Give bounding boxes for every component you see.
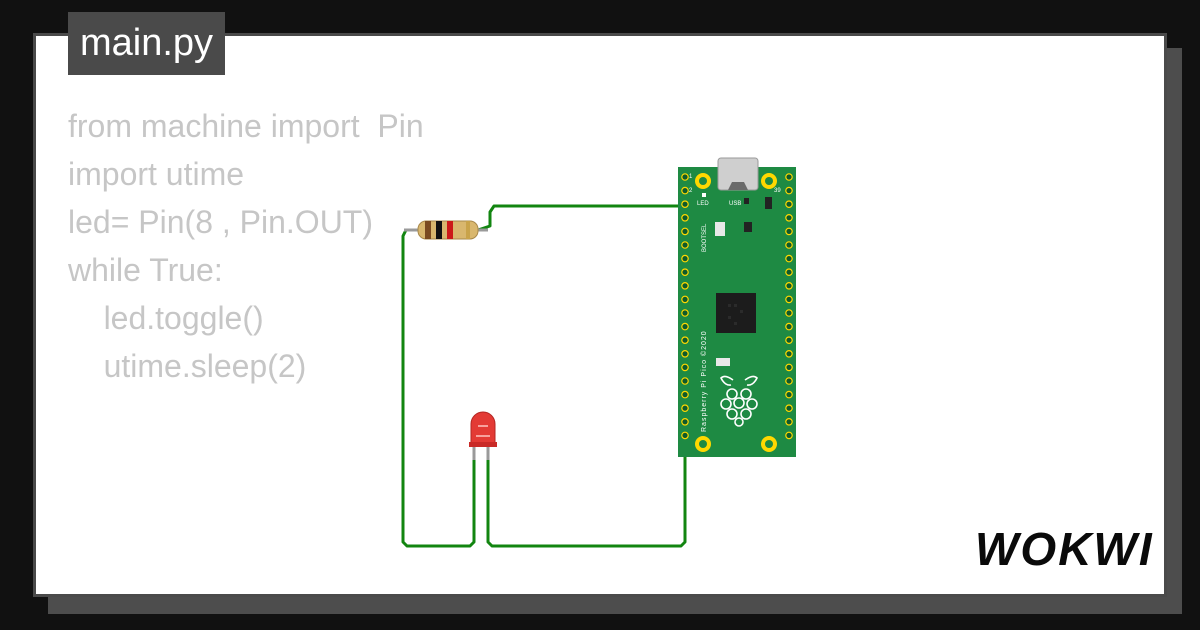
code-listing: from machine import Pin import utime led… xyxy=(68,102,424,390)
pico-pin[interactable] xyxy=(681,336,689,345)
pico-pin[interactable] xyxy=(785,186,793,195)
red-led[interactable] xyxy=(469,411,497,460)
code-line: led= Pin(8 , Pin.OUT) xyxy=(68,204,373,240)
pico-pin[interactable] xyxy=(681,227,689,236)
pico-pin[interactable] xyxy=(785,173,793,181)
pico-pin[interactable] xyxy=(785,281,793,290)
pico-pin[interactable] xyxy=(681,268,689,277)
pico-pin[interactable] xyxy=(681,431,689,440)
pico-pin[interactable] xyxy=(681,254,689,263)
pico-pin[interactable] xyxy=(681,281,689,290)
pico-pin[interactable] xyxy=(785,268,793,277)
pico-pin[interactable] xyxy=(785,363,793,372)
wokwi-logo[interactable]: WOKWI xyxy=(975,523,1154,575)
pico-pin[interactable] xyxy=(785,200,793,209)
preview-card xyxy=(33,33,1167,597)
wire-led-anode-to-pico[interactable] xyxy=(486,444,687,548)
pico-pin[interactable] xyxy=(681,214,689,222)
pico-pin[interactable] xyxy=(681,363,689,372)
pico-pin[interactable] xyxy=(785,295,793,304)
file-tab-main-py[interactable]: main.py xyxy=(68,12,226,75)
code-line: from machine import Pin xyxy=(68,108,424,144)
code-line: utime.sleep(2) xyxy=(68,348,307,384)
pico-pin[interactable] xyxy=(681,200,689,209)
rp2040-chip xyxy=(716,293,756,333)
code-line: while True: xyxy=(68,252,223,288)
pico-pin[interactable] xyxy=(785,214,793,222)
pico-pin[interactable] xyxy=(681,390,689,399)
pin-label: 2 xyxy=(689,188,693,194)
bootsel-button[interactable] xyxy=(715,222,725,236)
pin-label: 39 xyxy=(774,188,781,194)
bootsel-label: BOOTSEL xyxy=(702,223,708,252)
pico-pin[interactable] xyxy=(785,322,793,331)
pico-pin[interactable] xyxy=(681,349,689,358)
pico-pin[interactable] xyxy=(785,227,793,236)
pin-label: 1 xyxy=(689,174,693,180)
pico-pin[interactable] xyxy=(785,349,793,358)
usb-label: USB xyxy=(729,201,741,207)
board-name: Raspberry Pi Pico ©2020 xyxy=(700,330,708,432)
pico-pin[interactable] xyxy=(785,377,793,385)
pico-pin[interactable] xyxy=(681,309,689,317)
pico-pin[interactable] xyxy=(681,417,689,426)
pico-pin[interactable] xyxy=(785,336,793,345)
raspberry-pi-pico-board[interactable]: 1 2 39 LED USB BOOTSEL Raspberry Pi Pico… xyxy=(678,157,796,457)
pico-pin[interactable] xyxy=(785,390,793,399)
pico-pin[interactable] xyxy=(785,431,793,440)
wire-pico-to-resistor[interactable] xyxy=(477,204,684,232)
pico-right-pins xyxy=(785,173,793,440)
pico-pin[interactable] xyxy=(681,404,689,413)
led-label: LED xyxy=(697,201,709,207)
code-line: import utime xyxy=(68,156,245,192)
pico-pin[interactable] xyxy=(681,377,689,385)
pico-pin[interactable] xyxy=(785,417,793,426)
pico-pin[interactable] xyxy=(785,241,793,249)
code-line: led.toggle() xyxy=(68,300,264,336)
wire-resistor-to-led-cathode[interactable] xyxy=(401,228,476,548)
pico-pin[interactable] xyxy=(681,173,689,181)
resistor[interactable] xyxy=(404,220,488,240)
pico-pin[interactable] xyxy=(785,309,793,317)
pico-left-pins xyxy=(681,173,689,440)
pico-pin[interactable] xyxy=(681,295,689,304)
pico-pin[interactable] xyxy=(785,404,793,413)
pico-pin[interactable] xyxy=(785,254,793,263)
raspberry-logo-icon xyxy=(720,375,758,427)
wires xyxy=(401,204,687,548)
pico-pin[interactable] xyxy=(681,322,689,331)
file-tab-label: main.py xyxy=(80,22,214,64)
pico-pin[interactable] xyxy=(681,186,689,195)
pico-pin[interactable] xyxy=(681,241,689,249)
